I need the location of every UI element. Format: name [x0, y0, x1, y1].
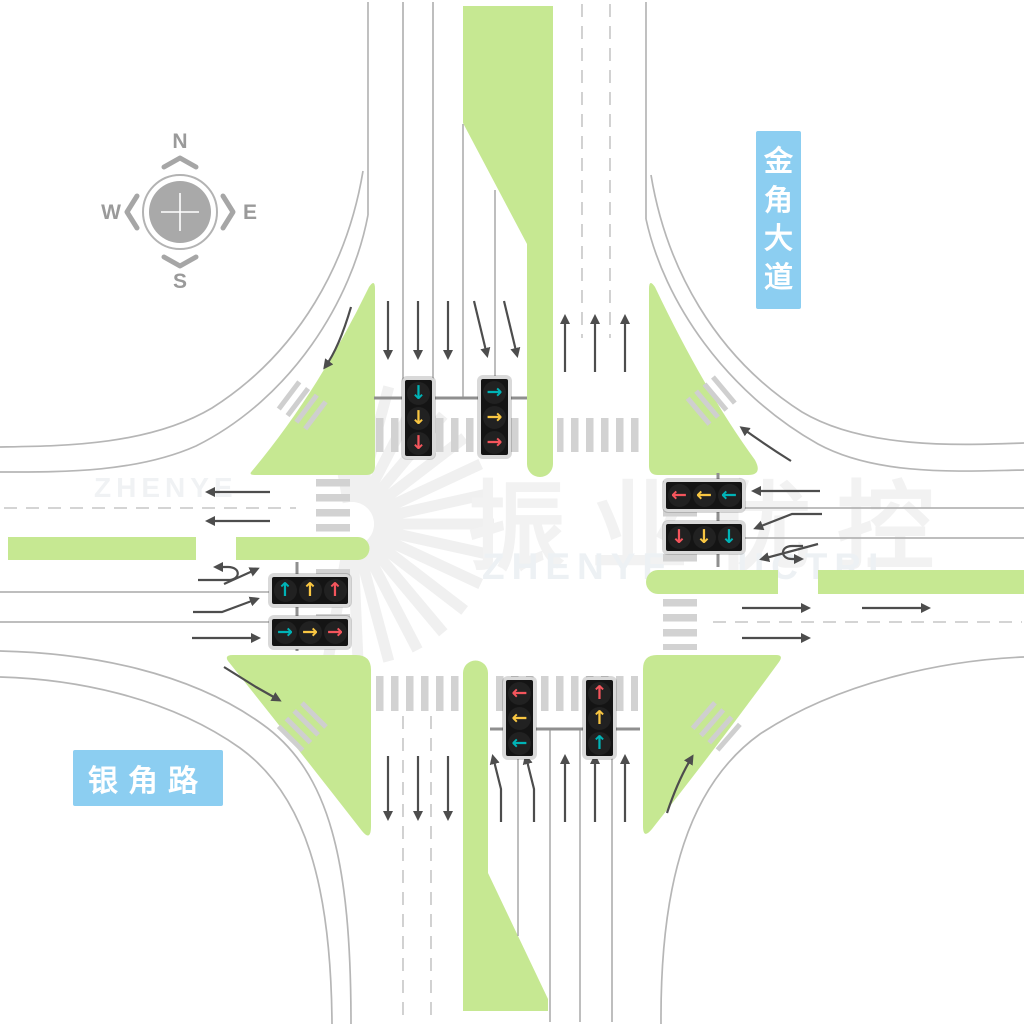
- island-nw: [250, 282, 375, 475]
- signal-light: →: [298, 621, 322, 644]
- compass-cross-icon: [161, 193, 199, 231]
- signal-light: ↑: [588, 681, 611, 705]
- signal-light: ↑: [273, 579, 297, 602]
- signal-light: ←: [508, 731, 531, 755]
- north-median: [463, 6, 553, 477]
- compass-ring: [142, 174, 218, 250]
- chevron-south-icon: [161, 254, 199, 269]
- signal-head-north-right[interactable]: → → →: [478, 376, 511, 458]
- signal-light: ↑: [298, 579, 322, 602]
- road-label-north-south: 金角大道: [756, 131, 801, 310]
- road-label-east-west: 银角路: [73, 750, 223, 806]
- hatch-nw: [276, 380, 328, 431]
- compass-s: S: [173, 270, 187, 293]
- compass: N S W E: [101, 130, 257, 293]
- hatch-se: [690, 701, 742, 752]
- compass-chevrons: [124, 155, 236, 269]
- signal-head-south-right[interactable]: ↑ ↑ ↑: [583, 677, 616, 759]
- signal-head-west-bottom[interactable]: → → →: [269, 616, 351, 649]
- signal-head-east-bottom[interactable]: ↓ ↓ ↓: [663, 521, 745, 554]
- slip-arrow-se: [665, 754, 694, 814]
- signal-light: ←: [692, 484, 716, 507]
- island-se: [643, 655, 781, 834]
- signal-light: ←: [508, 706, 531, 730]
- signal-light: ←: [667, 484, 691, 507]
- signal-light: ↓: [407, 406, 430, 430]
- island-ne: [649, 282, 758, 475]
- signal-light: ↓: [407, 381, 430, 405]
- signal-light: ↓: [667, 526, 691, 549]
- signal-light: ↓: [407, 431, 430, 455]
- corner-sw-outer: [0, 676, 333, 1024]
- crosswalk-west-north-part: [316, 479, 350, 535]
- signal-head-south-left[interactable]: ← ← ←: [503, 677, 536, 759]
- south-median: [463, 660, 548, 1011]
- west-median-right: [236, 537, 370, 560]
- crosswalk-south-west-part: [376, 676, 460, 711]
- corner-sw-inner: [0, 650, 352, 1024]
- compass-letters: N S W E: [101, 130, 257, 293]
- chevron-west-icon: [124, 193, 140, 231]
- corner-nw-inner: [0, 214, 369, 473]
- west-median-left: [8, 537, 196, 560]
- crosswalk-north-east-part: [557, 418, 641, 452]
- signal-light: ←: [508, 681, 531, 705]
- signal-light: ↓: [717, 526, 741, 549]
- dashed-lines: [4, 4, 1022, 1020]
- signal-light: ↑: [323, 579, 347, 602]
- median-greens: [8, 6, 1024, 1011]
- signal-head-west-top[interactable]: ↑ ↑ ↑: [269, 574, 351, 607]
- compass-n: N: [172, 130, 187, 153]
- slip-arrow-nw: [323, 306, 353, 370]
- signal-light: →: [483, 380, 506, 404]
- signal-light: →: [273, 621, 297, 644]
- signal-head-north-left[interactable]: ↓ ↓ ↓: [402, 377, 435, 459]
- signal-light: →: [483, 430, 506, 454]
- corner-nw-outer: [0, 170, 364, 448]
- signal-light: ↑: [588, 731, 611, 755]
- slip-lane-hatches: [276, 375, 742, 753]
- compass-w: W: [101, 201, 121, 224]
- signal-light: ↑: [588, 706, 611, 730]
- slip-arrow-ne: [739, 426, 792, 462]
- signal-light: →: [323, 621, 347, 644]
- pavement-arrows: [192, 300, 932, 822]
- signal-light: →: [483, 405, 506, 429]
- chevron-north-icon: [161, 155, 199, 170]
- signal-light: ←: [717, 484, 741, 507]
- hatch-sw: [276, 701, 328, 753]
- crosswalk-east-south-part: [663, 597, 697, 650]
- east-median-right: [818, 570, 1024, 594]
- chevron-east-icon: [220, 193, 236, 231]
- compass-e: E: [243, 201, 257, 224]
- corner-ne-inner: [645, 218, 1024, 472]
- signal-light: ↓: [692, 526, 716, 549]
- hatch-ne: [685, 375, 737, 426]
- east-median-left: [646, 570, 778, 594]
- corner-se-inner: [660, 656, 1024, 1024]
- corner-ne-outer: [650, 174, 1024, 446]
- signal-head-east-top[interactable]: ← ← ←: [663, 479, 745, 512]
- slip-arrow-sw: [223, 666, 282, 702]
